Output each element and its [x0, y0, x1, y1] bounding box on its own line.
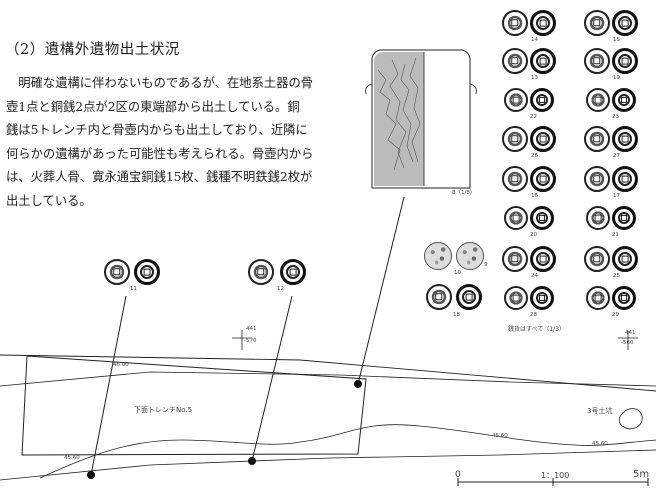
contour-label: 45.60 [492, 433, 508, 439]
coin-rubbing-23-obverse [586, 88, 610, 112]
coin-rubbing-22-obverse [504, 88, 528, 112]
section-heading: （2）遺構外遺物出土状況 [5, 42, 180, 58]
coin-label: 25 [613, 273, 620, 279]
coin-label: 19 [613, 75, 620, 81]
figure-label: 8（1/8） [452, 190, 476, 196]
coin-rubbing-24-reverse [530, 246, 556, 272]
coin-rubbing-10-obverse [424, 242, 452, 270]
grid-label: 441 [625, 330, 636, 336]
coin-label: 17 [613, 193, 620, 199]
coin-label: 10 [454, 270, 461, 276]
findspot-marker [87, 471, 95, 479]
coin-rubbing-11-reverse [134, 259, 160, 285]
funerary-urn-drawing [365, 49, 477, 189]
scale-ratio: 1：100 [541, 471, 570, 480]
findspot-marker [354, 380, 362, 388]
coin-rubbing-17-obverse [584, 166, 610, 192]
coin-rubbing-17-reverse [612, 166, 638, 192]
coin-rubbing-29-reverse [612, 286, 636, 310]
coin-rubbing-14-reverse [530, 10, 556, 36]
coin-label: 18 [453, 312, 460, 318]
coin-rubbing-13-reverse [530, 48, 556, 74]
coin-rubbing-12-obverse [248, 259, 274, 285]
coins-scale-note: 銭貨はすべて（1/3） [508, 326, 565, 333]
contour-label: 45.60 [64, 455, 80, 461]
contour-label: 45.60 [592, 441, 608, 447]
trench-outline [21, 355, 367, 456]
coin-rubbing-26-obverse [502, 126, 528, 152]
coin-label: 15 [613, 37, 620, 43]
coin-rubbing-15-obverse [584, 10, 610, 36]
coin-rubbing-21-reverse [612, 206, 636, 230]
grid-label: -560 [621, 340, 634, 346]
coin-rubbing-15-reverse [612, 10, 638, 36]
paragraph-line: 銭は5トレンチ内と骨壺内からも出土しており、近隣に [6, 123, 308, 137]
coin-rubbing-12-reverse [280, 259, 306, 285]
coin-label: 16 [531, 193, 538, 199]
coin-rubbing-20-reverse [530, 206, 554, 230]
scale-zero: 0 [455, 470, 461, 480]
paragraph-line: 何らかの遺構があった可能性も考えられる。骨壺内から [6, 146, 314, 161]
grid-label: -570 [244, 338, 257, 344]
coin-rubbing-19-reverse [612, 48, 638, 74]
coin-rubbing-26-reverse [530, 126, 556, 152]
coin-label: 13 [531, 75, 538, 81]
contour-label: 46.00 [113, 362, 129, 368]
coin-label: 29 [612, 312, 619, 318]
coin-rubbing-22-reverse [530, 88, 554, 112]
coin-rubbing-28-reverse [530, 286, 554, 310]
coin-rubbing-14-obverse [502, 10, 528, 36]
coin-rubbing-27-reverse [612, 126, 638, 152]
coin-rubbing-18-obverse [426, 284, 452, 310]
coin-label: 14 [531, 37, 538, 43]
findspot-marker [248, 457, 256, 465]
coin-rubbing-25-reverse [612, 246, 638, 272]
coin-label: 9 [484, 262, 488, 268]
pit-label: 3号土坑 [587, 407, 613, 415]
scale-max: 5m [633, 469, 650, 480]
coin-rubbing-10-reverse [456, 242, 484, 270]
coin-rubbing-23-reverse [612, 88, 636, 112]
coin-rubbing-28-obverse [504, 286, 528, 310]
coin-label: 21 [612, 232, 619, 238]
paragraph-line: 壺1点と銅銭2点が2区の東端部から出土している。銅 [6, 99, 300, 114]
paragraph-line: は、火葬人骨、寛永通宝銅銭15枚、銭種不明鉄銭2枚が [6, 170, 313, 184]
grid-label: 441 [246, 326, 257, 332]
coin-rubbing-21-obverse [586, 206, 610, 230]
coin-rubbing-20-obverse [504, 206, 528, 230]
coin-rubbing-16-obverse [502, 166, 528, 192]
scale-bar [457, 478, 649, 486]
coin-rubbing-11-obverse [104, 259, 130, 285]
trench-label: 下面トレンチNo.5 [134, 406, 193, 414]
coin-rubbing-19-obverse [584, 48, 610, 74]
coin-rubbing-27-obverse [584, 126, 610, 152]
coin-rubbing-13-obverse [502, 48, 528, 74]
coin-label: 22 [530, 114, 537, 120]
body-paragraph: 明確な遺構に伴わないものであるが、在地系土器の骨 壺1点と銅銭2点が2区の東端部… [6, 72, 324, 213]
coin-rubbing-25-obverse [584, 246, 610, 272]
coin-label: 23 [612, 114, 619, 120]
coin-rubbing-29-obverse [586, 286, 610, 310]
coin-label: 20 [530, 232, 537, 238]
coin-label: 11 [130, 286, 137, 292]
coin-rubbing-16-reverse [530, 166, 556, 192]
coin-label: 26 [531, 153, 538, 159]
coin-label: 12 [277, 286, 284, 292]
coin-rubbing-24-obverse [502, 246, 528, 272]
pit-outline [618, 408, 643, 430]
paragraph-line: 出土している。 [6, 193, 92, 208]
paragraph-line: 明確な遺構に伴わないものであるが、在地系土器の骨 [6, 76, 314, 90]
coin-label: 28 [530, 312, 537, 318]
coin-label: 24 [531, 273, 538, 279]
coin-rubbing-18-reverse [456, 284, 482, 310]
coin-label: 27 [613, 153, 620, 159]
